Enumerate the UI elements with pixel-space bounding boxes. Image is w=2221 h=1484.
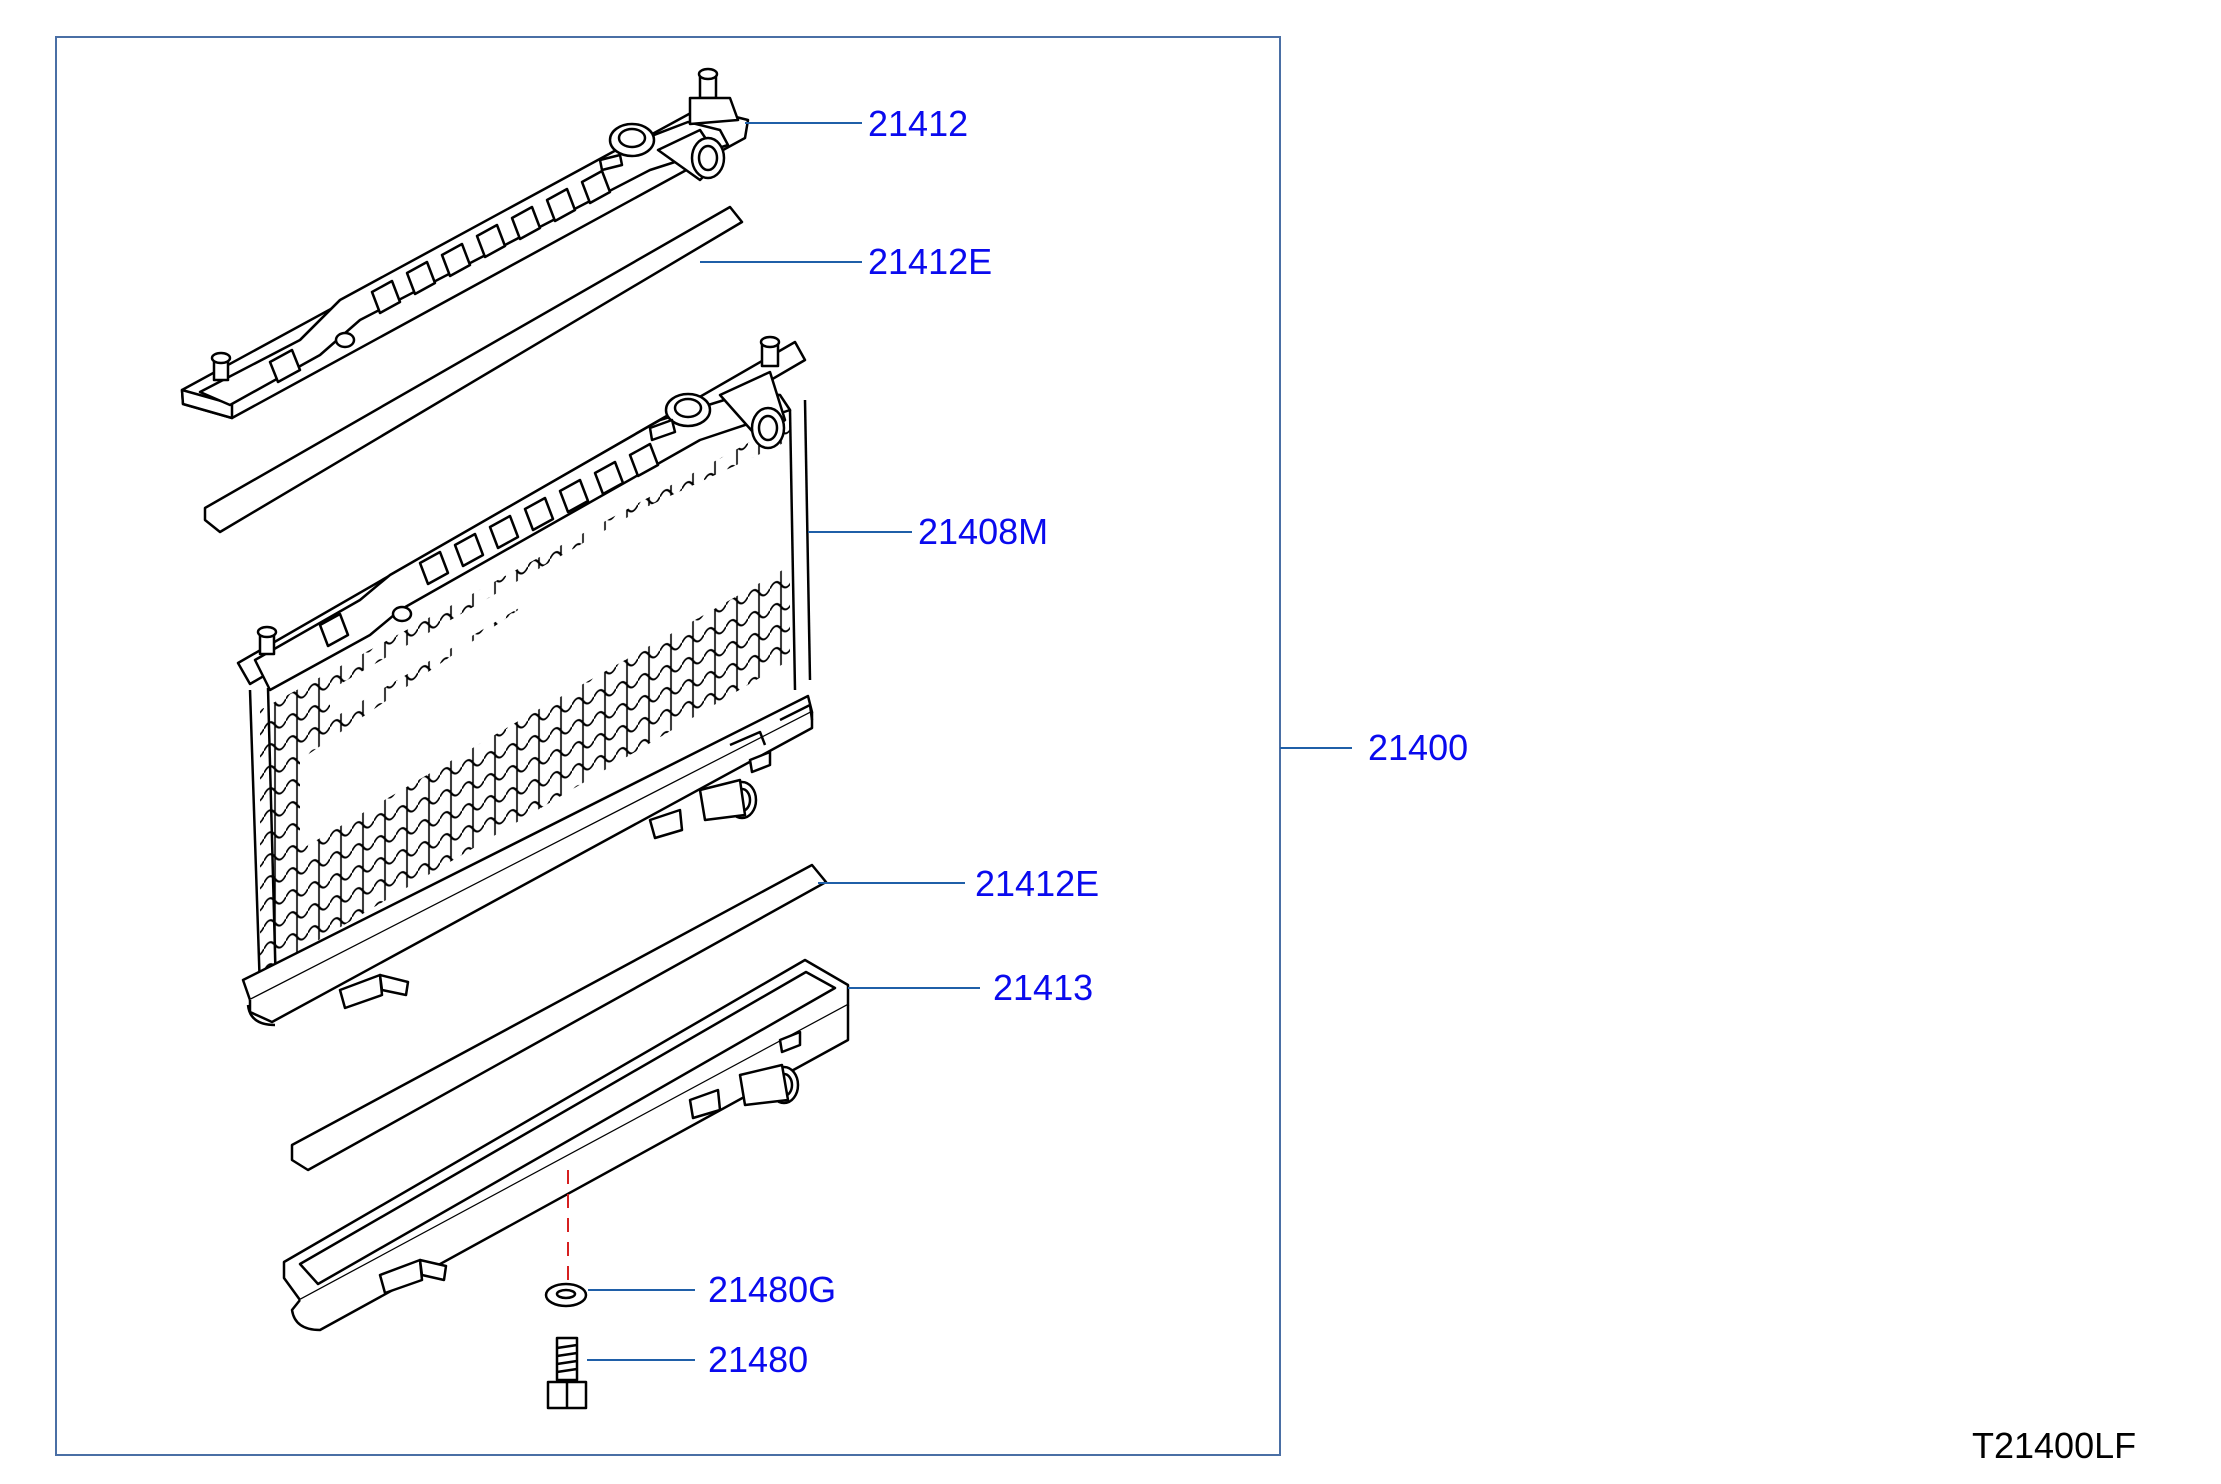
lower-gasket-drawing: [290, 863, 828, 1172]
assembly-frame: [55, 36, 1281, 1456]
callout-21480g: 21480G: [708, 1269, 837, 1310]
callout-21412e-lower: 21412E: [975, 863, 1100, 904]
callout-21412e-upper: 21412E: [868, 241, 993, 282]
callout-21412: 21412: [868, 103, 969, 144]
lower-tank-drawing: [282, 958, 850, 1332]
callout-21413: 21413: [993, 967, 1094, 1008]
bolt-drawing: [546, 1336, 588, 1410]
drawing-reference-code: T21400LF: [1972, 1425, 2137, 1466]
washer-drawing: [544, 1282, 588, 1308]
callout-21480: 21480: [708, 1339, 809, 1380]
upper-tank-drawing: [180, 67, 750, 420]
callout-21400: 21400: [1368, 727, 1469, 768]
upper-gasket-drawing: [203, 205, 744, 534]
radiator-core-drawing: [236, 335, 814, 1027]
callout-21408m: 21408M: [918, 511, 1049, 552]
leader-lines: [587, 122, 1352, 1361]
